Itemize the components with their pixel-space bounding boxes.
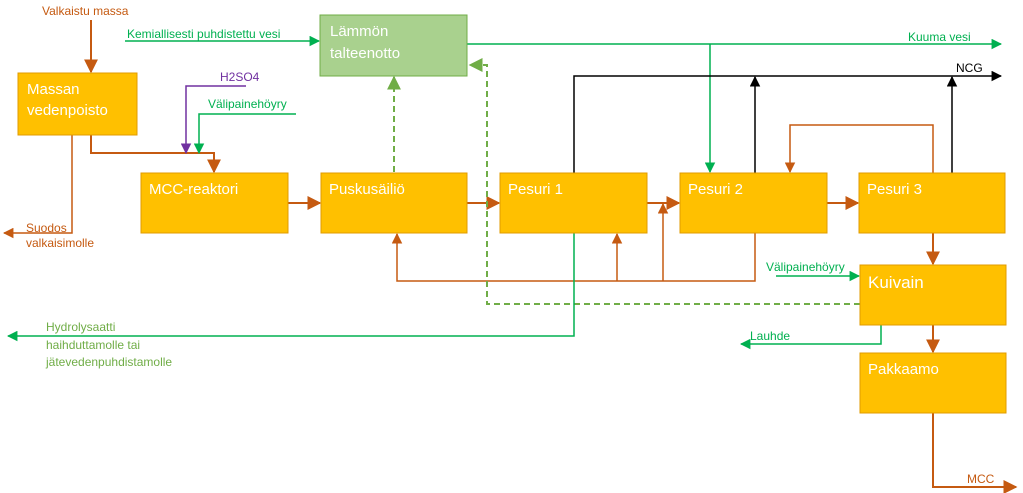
label-hydrolysaatti-line3: jätevedenpuhdistamolle [45, 355, 172, 369]
box-lammon-talteenotto-line1: Lämmön [330, 23, 388, 40]
label-lauhde: Lauhde [750, 329, 790, 343]
box-massan-vedenpoisto-line1: Massan [27, 81, 80, 98]
label-mcc: MCC [967, 472, 995, 486]
process-boxes: Massan vedenpoisto Lämmön talteenotto MC… [17, 14, 1007, 414]
flow-pesuri3-recycle [784, 124, 934, 174]
box-massan-vedenpoisto-line2: vedenpoisto [27, 102, 108, 119]
svg-text:Massan: Massan [27, 81, 80, 98]
box-pesuri1: Pesuri 1 [499, 172, 648, 234]
stream-labels: Valkaistu massa Kemiallisesti puhdistett… [26, 4, 995, 486]
label-suodos-line1: Suodos [26, 221, 67, 235]
label-h2so4: H2SO4 [220, 70, 260, 84]
box-mcc-reaktori-label: MCC-reaktori [149, 181, 238, 198]
flow-h2so4 [180, 85, 246, 155]
flow-lines [2, 20, 1018, 493]
label-valipainehoyry-2: Välipainehöyry [766, 260, 845, 274]
flow-hydrolysaatti [6, 233, 575, 342]
box-lammon-talteenotto: Lämmön talteenotto [319, 14, 468, 77]
label-suodos-line2: valkaisimolle [26, 236, 94, 250]
box-pakkaamo: Pakkaamo [859, 352, 1007, 414]
box-kuivain: Kuivain [859, 264, 1007, 326]
label-kuuma-vesi: Kuuma vesi [908, 30, 971, 44]
flow-pesuri2-return [391, 232, 756, 282]
box-puskusailio-label: Puskusäiliö [329, 181, 405, 198]
box-pesuri2: Pesuri 2 [679, 172, 828, 234]
label-valkaistu-massa: Valkaistu massa [42, 4, 129, 18]
label-kemiallisesti-vesi: Kemiallisesti puhdistettu vesi [127, 27, 280, 41]
svg-text:Lämmön: Lämmön [330, 23, 388, 40]
flow-valipainehoyry-1 [193, 113, 296, 155]
box-lammon-talteenotto-line2: talteenotto [330, 45, 400, 62]
box-mcc-reaktori: MCC-reaktori [140, 172, 289, 234]
flow-heat-kuivain [468, 58, 860, 305]
label-valipainehoyry-1: Välipainehöyry [208, 97, 287, 111]
box-kuivain-label: Kuivain [868, 273, 924, 292]
label-ncg: NCG [956, 61, 983, 75]
svg-text:talteenotto: talteenotto [330, 45, 400, 62]
label-hydrolysaatti-line1: Hydrolysaatti [46, 320, 115, 334]
box-massan-vedenpoisto: Massan vedenpoisto [17, 72, 138, 136]
flow-mcc-out [932, 413, 1018, 493]
label-hydrolysaatti-line2: haihduttamolle tai [46, 338, 140, 352]
box-pesuri2-label: Pesuri 2 [688, 181, 743, 198]
flow-vedenpoisto-to-reaktori [90, 135, 221, 174]
box-pakkaamo-label: Pakkaamo [868, 361, 939, 378]
svg-text:vedenpoisto: vedenpoisto [27, 102, 108, 119]
box-pesuri3-label: Pesuri 3 [867, 181, 922, 198]
box-pesuri1-label: Pesuri 1 [508, 181, 563, 198]
box-puskusailio: Puskusäiliö [320, 172, 468, 234]
box-pesuri3: Pesuri 3 [858, 172, 1006, 234]
flow-ncg [573, 70, 1003, 173]
flow-suodos [2, 135, 73, 239]
flow-lauhde [739, 325, 882, 350]
